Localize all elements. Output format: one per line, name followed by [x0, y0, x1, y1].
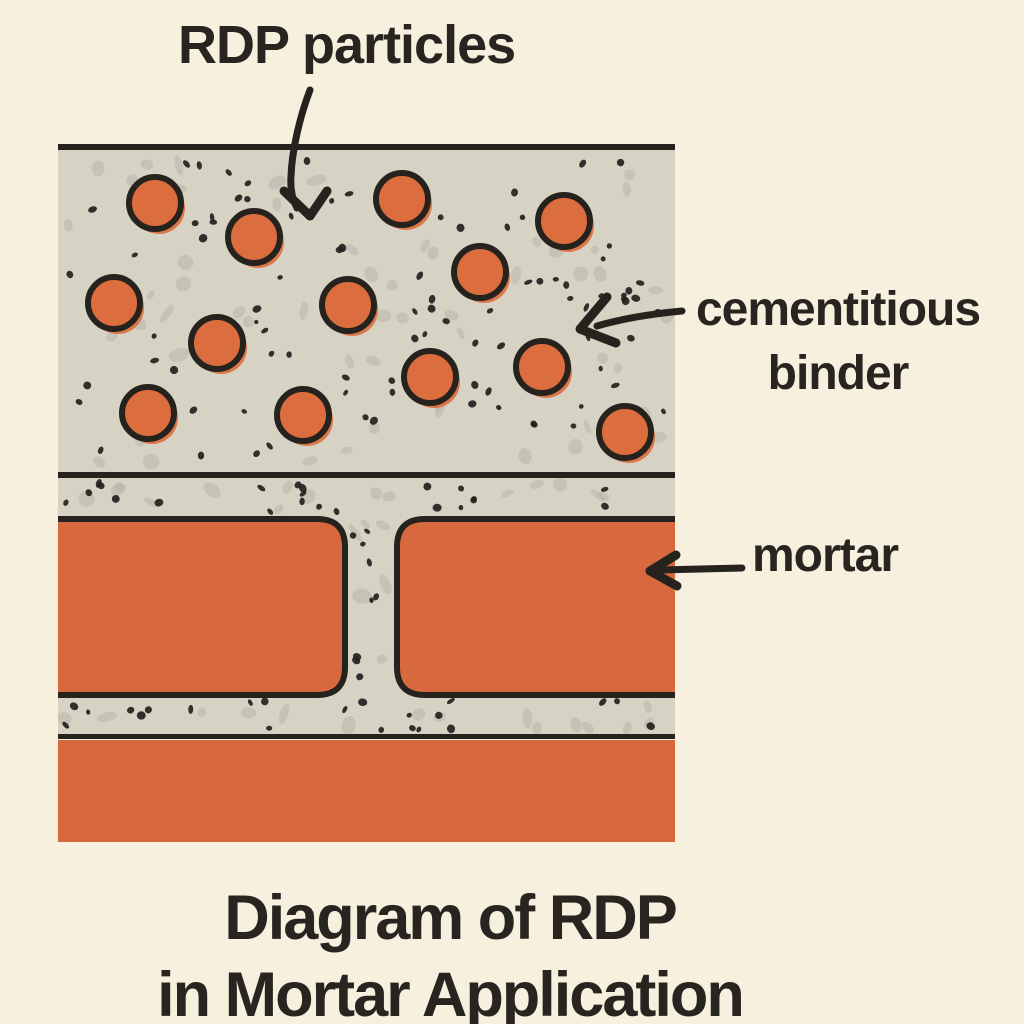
rdp-arrow: [279, 86, 332, 221]
top-border-line: [58, 144, 675, 150]
cement-speckles: [62, 156, 666, 734]
cementitious-binder-label: cementitious binder: [695, 283, 981, 400]
brick-right: [394, 516, 675, 698]
brick-left: [58, 516, 348, 698]
diagram-title: Diagram of RDP in Mortar Application: [157, 883, 745, 1024]
mortar-label: mortar: [752, 529, 899, 582]
rdp-particles-group: [85, 170, 655, 463]
binder-arrow: [575, 292, 686, 348]
bottom-course-top-line: [58, 734, 675, 739]
brick-bottom-course: [58, 740, 675, 842]
binder-bottom-line: [58, 472, 675, 478]
mortar-arrow: [645, 550, 746, 591]
rdp-particles-label: RDP particles: [178, 15, 516, 75]
